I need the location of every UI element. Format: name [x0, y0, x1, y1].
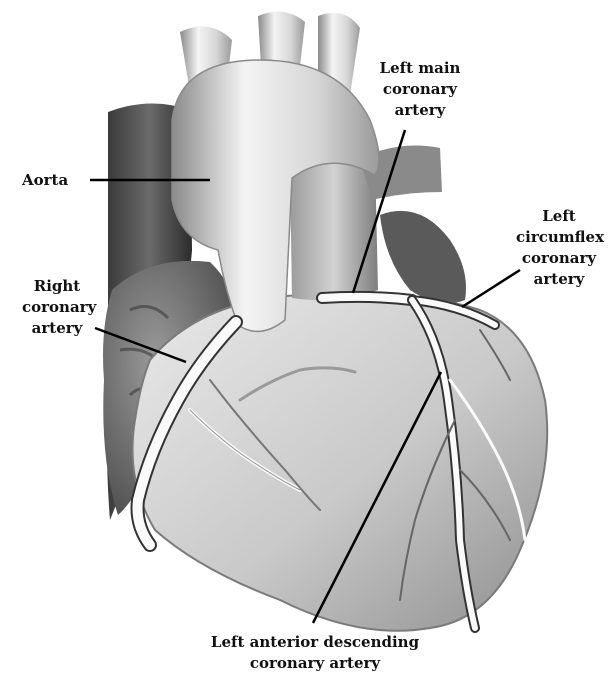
ventricles [133, 294, 548, 631]
label-line: coronary artery [195, 653, 435, 674]
leader-line-left-circumflex [462, 270, 520, 307]
label-line: coronary [368, 79, 472, 100]
label-left-anterior-descending-coronary-artery: Left anterior descending coronary artery [195, 632, 435, 674]
pulmonary-trunk [290, 156, 378, 300]
label-right-coronary-artery: Right coronary artery [22, 276, 92, 339]
label-line: Right [22, 276, 92, 297]
label-aorta-text: Aorta [22, 170, 68, 191]
label-line: coronary [22, 297, 92, 318]
left-auricle [380, 211, 466, 303]
label-line: Left anterior descending [195, 632, 435, 653]
label-line: Left [516, 206, 602, 227]
label-line: coronary [516, 248, 602, 269]
label-line: artery [22, 318, 92, 339]
label-line: circumflex [516, 227, 602, 248]
label-left-main-coronary-artery: Left main coronary artery [368, 58, 472, 121]
label-left-circumflex-coronary-artery: Left circumflex coronary artery [516, 206, 602, 290]
label-line: artery [516, 269, 602, 290]
label-line: Left main [368, 58, 472, 79]
label-aorta: Aorta [22, 170, 68, 191]
label-line: artery [368, 100, 472, 121]
